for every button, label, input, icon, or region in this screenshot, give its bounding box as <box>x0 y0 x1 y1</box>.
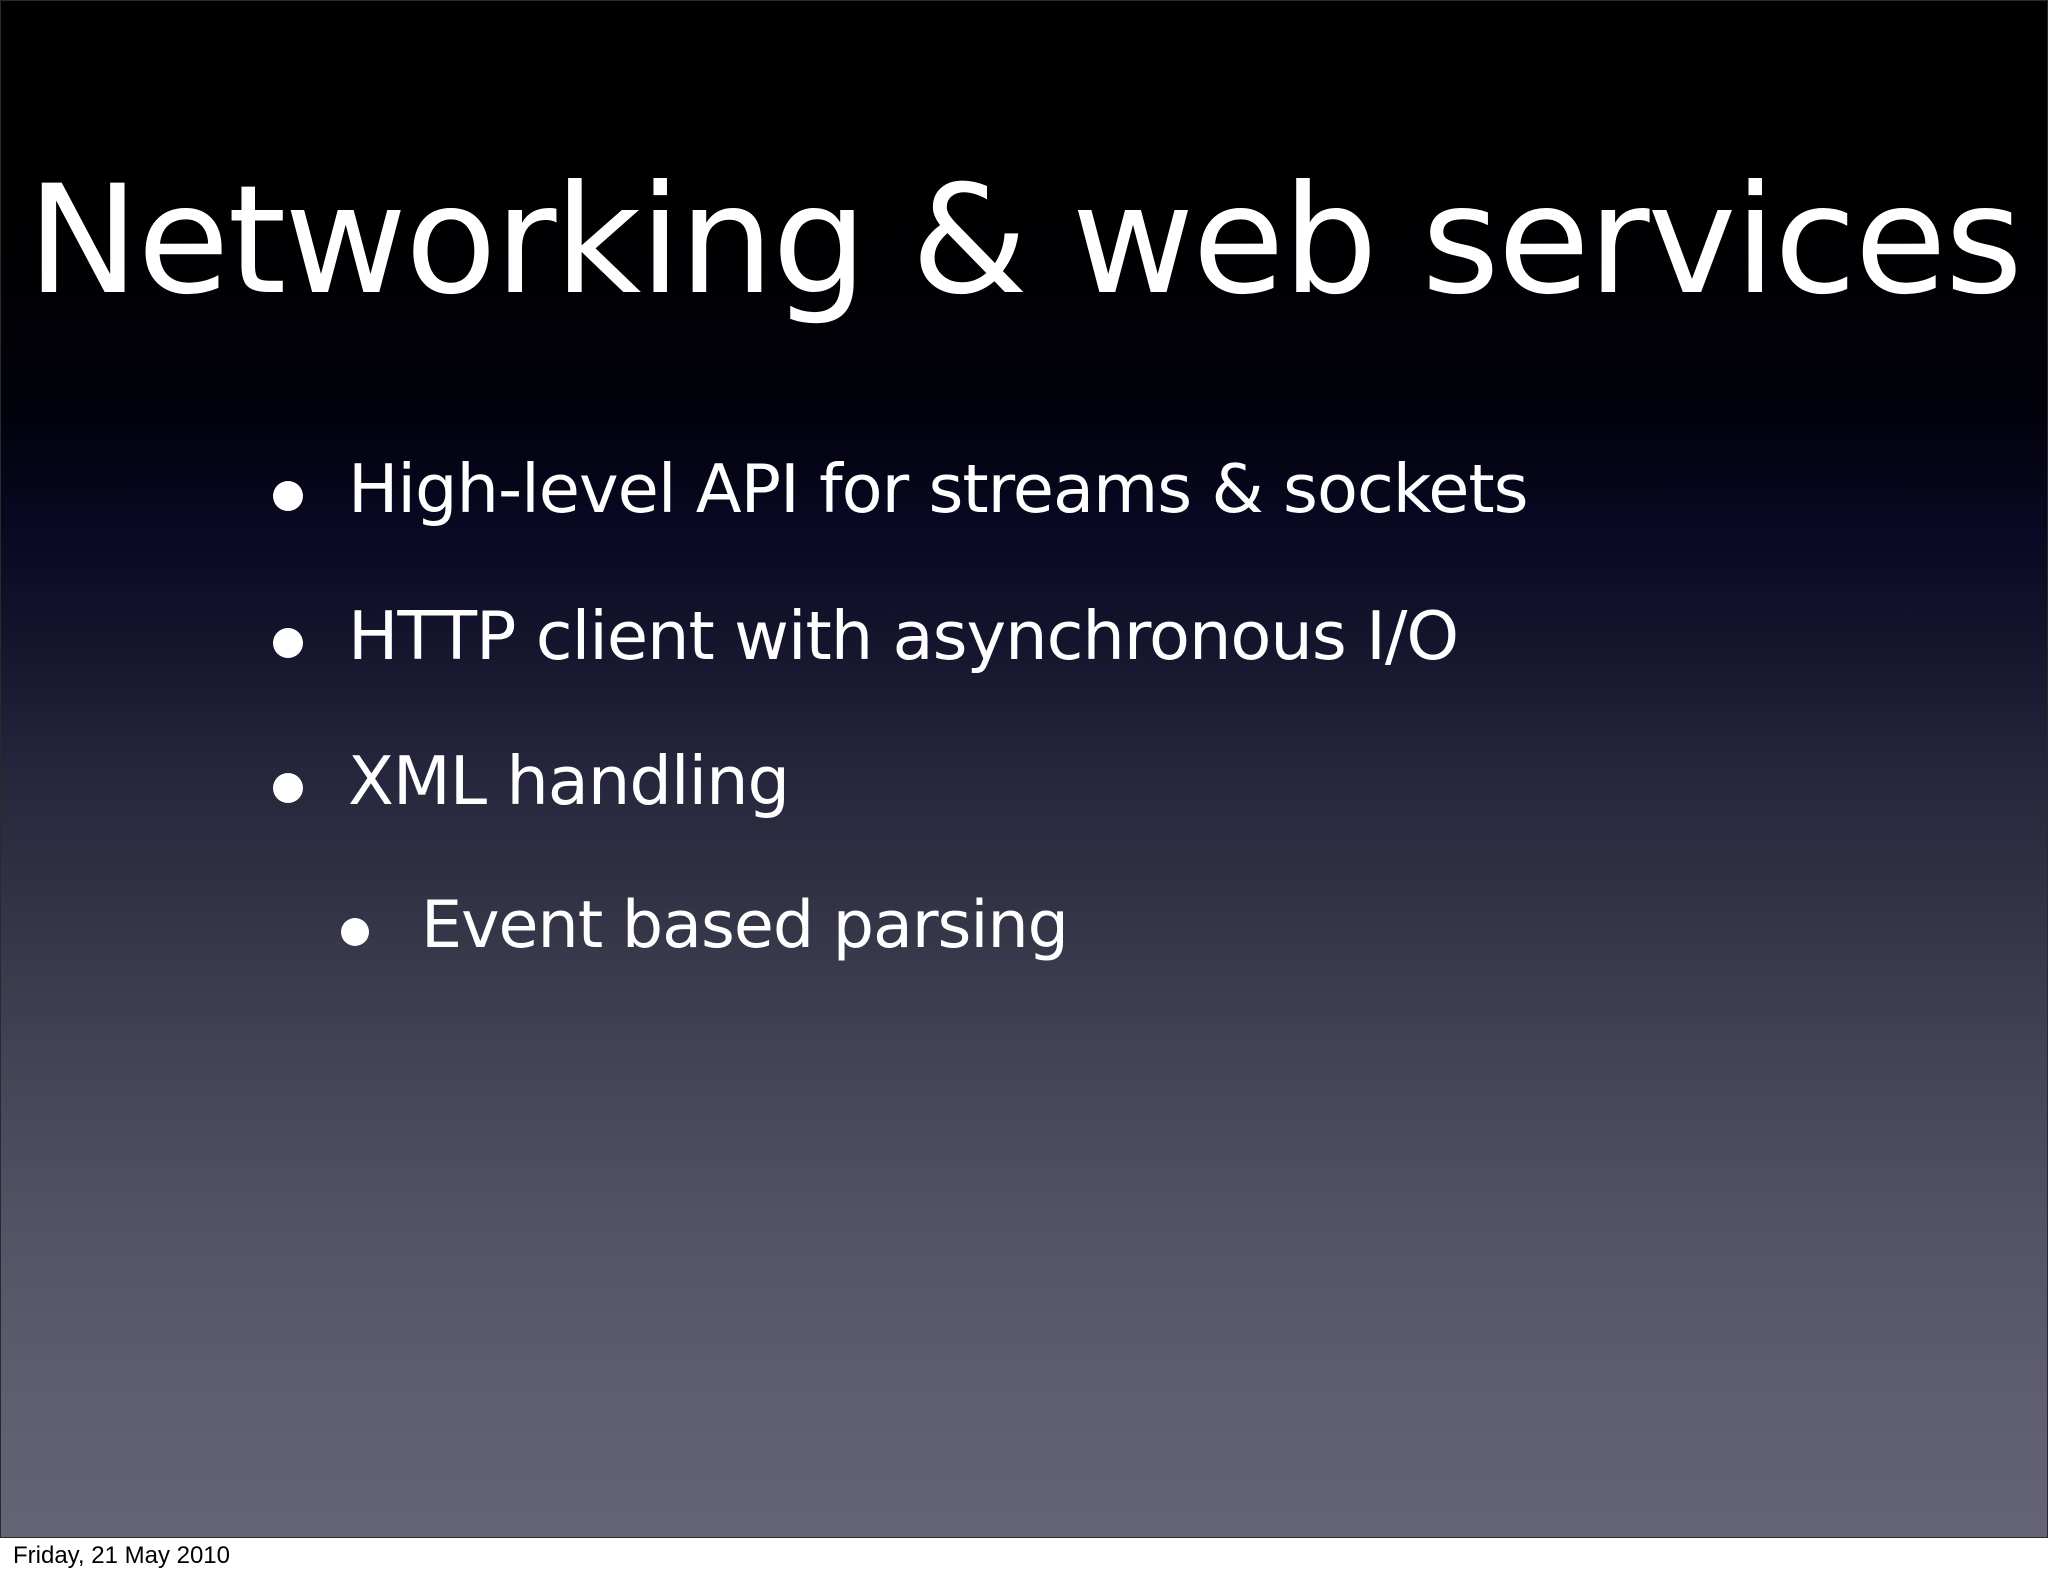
bullet-item: High-level API for streams & sockets <box>273 444 1529 534</box>
bullet-item: HTTP client with asynchronous I/O <box>273 591 1459 681</box>
slide: Networking & web services High-level API… <box>0 0 2048 1538</box>
slide-title: Networking & web services <box>27 154 2023 328</box>
bullet-text: Event based parsing <box>421 888 1069 963</box>
bullet-dot-icon <box>341 918 369 946</box>
bullet-text: High-level API for streams & sockets <box>348 450 1529 528</box>
bullet-dot-icon <box>273 628 303 658</box>
bullet-item: XML handling <box>273 736 790 826</box>
bullet-dot-icon <box>273 481 303 511</box>
bullet-text: HTTP client with asynchronous I/O <box>348 597 1459 675</box>
bullet-text: XML handling <box>348 742 790 820</box>
bullet-dot-icon <box>273 773 303 803</box>
footer-date: Friday, 21 May 2010 <box>13 1542 230 1569</box>
sub-bullet-item: Event based parsing <box>341 881 1069 971</box>
